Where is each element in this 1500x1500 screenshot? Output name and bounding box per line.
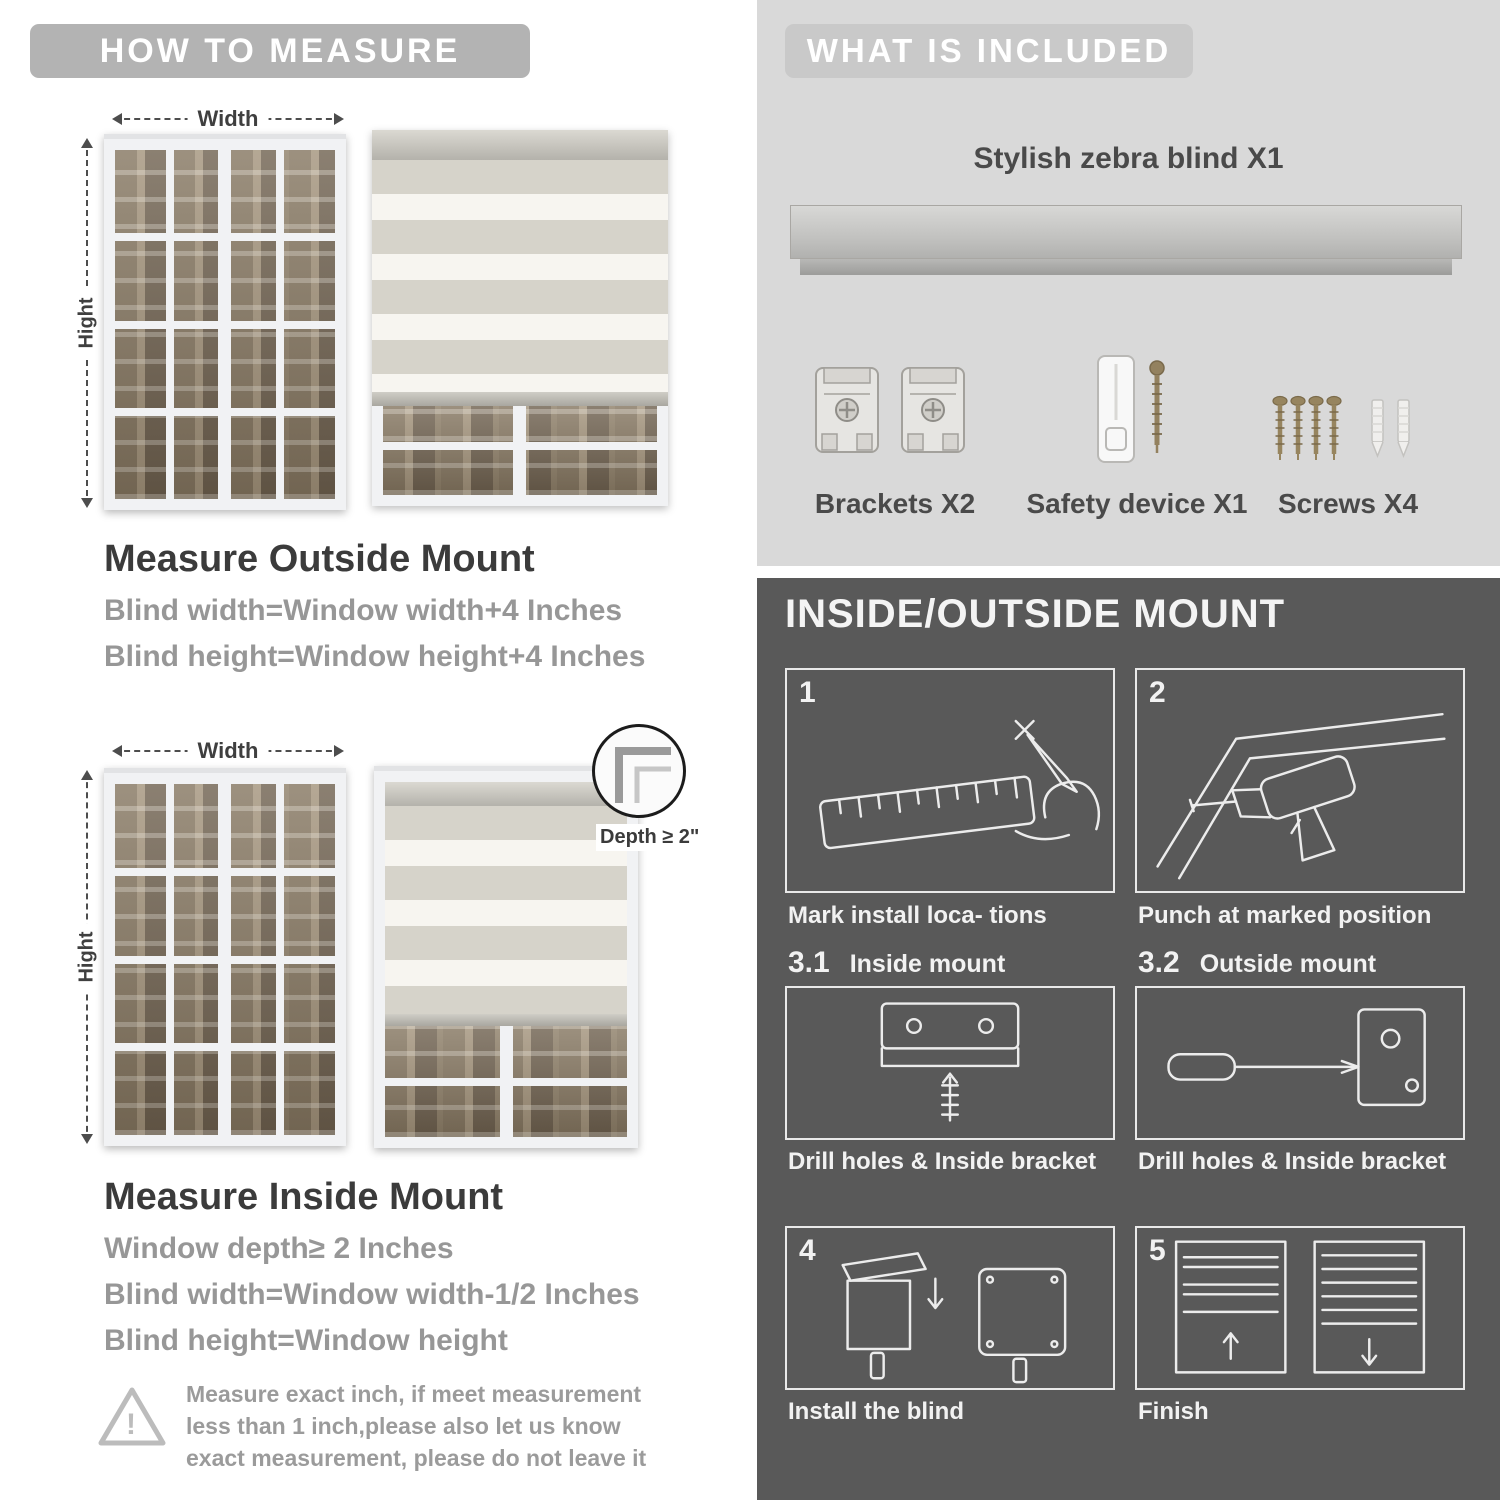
what-is-included-header: WHAT IS INCLUDED: [785, 24, 1193, 78]
height-arrow-outside: Hight: [75, 138, 99, 508]
step-panel-3-2: [1135, 986, 1465, 1140]
outside-mount-line-2: Blind height=Window height+4 Inches: [104, 640, 646, 673]
step-panel-3-1: [785, 986, 1115, 1140]
blind-bottom-rail: [385, 1014, 627, 1026]
step-caption-2: Punch at marked position: [1138, 902, 1432, 929]
zebra-blind-headrail: [790, 205, 1462, 275]
inside-mount-line-1: Window depth≥ 2 Inches: [104, 1232, 454, 1265]
height-label-outside: Hight: [75, 289, 99, 357]
outside-mount-line-1: Blind width=Window width+4 Inches: [104, 594, 623, 627]
step-number: 3.1: [788, 946, 830, 979]
step-sublabel: Inside mount: [849, 950, 1006, 978]
drill-illustration: [1156, 712, 1446, 880]
step-panel-1: 1: [785, 668, 1115, 893]
height-label-inside: Hight: [75, 923, 99, 991]
brackets-label: Brackets X2: [814, 488, 976, 519]
width-label-inside: Width: [187, 738, 269, 764]
inside-mount-line-2: Blind width=Window width-1/2 Inches: [104, 1278, 640, 1311]
screws-label: Screws X4: [1277, 488, 1419, 519]
step-number: 5: [1149, 1234, 1166, 1267]
step-caption-3-2: Drill holes & Inside bracket: [1138, 1148, 1447, 1175]
inside-mount-title: Measure Inside Mount: [104, 1176, 504, 1218]
how-to-measure-header: HOW TO MEASURE: [30, 24, 530, 78]
blind-item-label: Stylish zebra blind X1: [973, 142, 1284, 175]
window-panes: [115, 784, 335, 1135]
mount-header: INSIDE/OUTSIDE MOUNT: [785, 592, 1286, 636]
zebra-blind-inside-demo: [374, 766, 638, 1148]
warning-text: Measure exact inch, if meet measurement …: [186, 1381, 647, 1472]
blind-cassette: [385, 782, 627, 806]
warning-triangle-icon: !: [96, 1384, 168, 1455]
height-arrow-inside: Hight: [75, 770, 99, 1144]
step-caption-3-1: Drill holes & Inside bracket: [788, 1148, 1097, 1175]
window-below-blind: [385, 1026, 627, 1137]
install-blind-illustration: [841, 1252, 1067, 1384]
outside-bracket-illustration: [1167, 1008, 1426, 1107]
window-panes: [115, 150, 335, 499]
blind-bottom-rail: [372, 392, 668, 406]
width-label-outside: Width: [187, 106, 269, 132]
depth-label: Depth ≥ 2": [596, 824, 704, 851]
step-head-3-2: 3.2 Outside mount: [1138, 946, 1376, 980]
window-photo-inside: [104, 768, 346, 1146]
step-sublabel: Outside mount: [1199, 950, 1377, 978]
window-photo-outside: [104, 134, 346, 510]
brackets-icon: [812, 362, 968, 457]
blind-cassette: [372, 130, 668, 160]
safety-device-icon: [1090, 352, 1185, 467]
width-arrow-outside: Width: [112, 106, 344, 132]
depth-detail-circle: [592, 724, 686, 818]
inside-mount-line-3: Blind height=Window height: [104, 1324, 508, 1357]
finish-illustration: [1174, 1240, 1426, 1374]
outside-mount-title: Measure Outside Mount: [104, 538, 535, 580]
step-number: 2: [1149, 676, 1166, 709]
step-number: 3.2: [1138, 946, 1180, 979]
blind-stripes: [385, 806, 627, 1014]
step-caption-5: Finish: [1138, 1398, 1209, 1425]
inside-bracket-illustration: [880, 1002, 1020, 1122]
blind-stripes: [372, 160, 668, 392]
step-panel-5: 5: [1135, 1226, 1465, 1390]
window-below-blind: [372, 406, 668, 506]
step-panel-2: 2: [1135, 668, 1465, 893]
zebra-blind-outside-demo: [372, 130, 668, 506]
frame-corner-icon: [615, 747, 671, 803]
step-number: 1: [799, 676, 816, 709]
screws-icon: [1268, 392, 1428, 467]
step-number: 4: [799, 1234, 816, 1267]
what-is-included-section: [757, 0, 1500, 566]
step-head-3-1: 3.1 Inside mount: [788, 946, 1005, 980]
mark-locations-illustration: [819, 719, 1101, 850]
step-caption-1: Mark install loca- tions: [788, 902, 1047, 929]
width-arrow-inside: Width: [112, 738, 344, 764]
step-caption-4: Install the blind: [788, 1398, 965, 1425]
warning-exclamation: !: [126, 1408, 136, 1441]
step-panel-4: 4: [785, 1226, 1115, 1390]
safety-device-label: Safety device X1: [1026, 488, 1248, 519]
